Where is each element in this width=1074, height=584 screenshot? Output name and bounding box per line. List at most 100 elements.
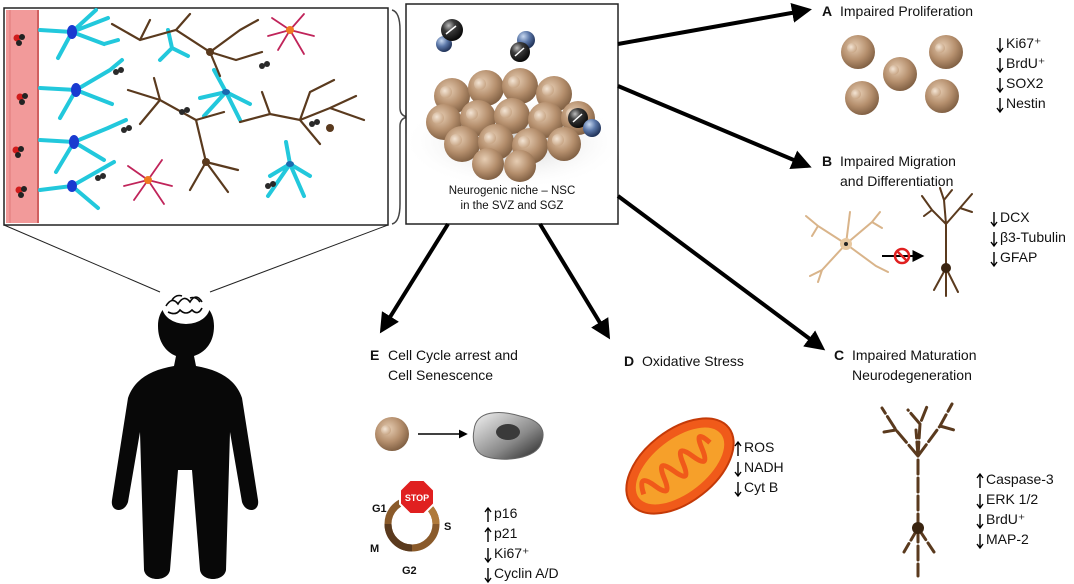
up-arrow-icon (976, 472, 984, 488)
outcome-arrows (379, 2, 826, 351)
tissue-particles (95, 61, 320, 189)
marker-label: p16 (494, 505, 518, 521)
down-arrow-icon (990, 212, 998, 228)
panel-A-letter: A (822, 3, 832, 19)
panel-E-letter: E (370, 347, 379, 363)
vessel-particles (12, 34, 28, 198)
marker-label: Caspase-3 (986, 471, 1054, 487)
arrow-to-E (379, 222, 450, 334)
down-arrow-icon (990, 252, 998, 268)
mature-neuron-B (921, 187, 973, 297)
panel-E-title-line1: Cell Cycle arrest and (388, 347, 518, 363)
down-arrow-icon (734, 462, 742, 478)
down-arrow-icon (734, 482, 742, 498)
up-arrow-icon (484, 506, 492, 522)
arrow-to-B (617, 84, 812, 170)
senescent-nucleus (496, 424, 520, 440)
panel-D-letter: D (624, 353, 634, 369)
marker-label: BrdU⁺ (1006, 55, 1045, 71)
panel-C-title-line1: Impaired Maturation (852, 347, 977, 363)
up-arrow-icon (734, 440, 742, 456)
panel-B-letter: B (822, 153, 832, 169)
down-arrow-icon (976, 534, 984, 550)
marker-label: Nestin (1006, 95, 1046, 111)
microglia-soma (286, 26, 294, 34)
marker-label: Cyt B (744, 479, 778, 495)
marker-label: DCX (1000, 209, 1030, 225)
panel-B-title-line1: Impaired Migration (840, 153, 956, 169)
neuron-somas (202, 48, 334, 166)
degenerating-neuron-soma (912, 522, 924, 534)
down-arrow-icon (484, 548, 492, 564)
panel-A: A Impaired Proliferation Ki67⁺ BrdU⁺ SOX2N… (822, 3, 1046, 115)
panel-A-cells (841, 35, 963, 115)
marker-label: Cyclin A/D (494, 565, 559, 581)
nsc-cluster (426, 68, 595, 182)
brain-icon (162, 288, 210, 324)
marker-label: β3-Tubulin (1000, 229, 1066, 245)
block-icon (893, 247, 911, 265)
microglia (123, 13, 315, 205)
phase-m: M (370, 543, 379, 555)
marker-label: Ki67⁺ (1006, 35, 1041, 51)
marker-label: ERK 1/2 (986, 491, 1038, 507)
down-arrow-icon (976, 514, 984, 530)
progenitor-cell (805, 211, 889, 283)
panel-E-title-line2: Cell Senescence (388, 367, 493, 383)
panel-A-title: Impaired Proliferation (840, 3, 973, 19)
down-arrow-icon (976, 494, 984, 510)
panel-B: B Impaired Migration and Differentiation… (805, 153, 1066, 297)
down-arrow-icon (996, 78, 1004, 94)
zoom-line-right (209, 224, 389, 293)
phase-g1: G1 (372, 503, 387, 515)
niche-caption-line1: Neurogenic niche – NSC (449, 185, 576, 197)
marker-label: SOX2 (1006, 75, 1044, 91)
human-silhouette (111, 288, 259, 579)
arrow-to-A (617, 2, 812, 46)
tissue-panel (3, 7, 409, 226)
degenerating-neuron (880, 402, 956, 578)
marker-label: BrdU⁺ (986, 511, 1025, 527)
up-arrow-icon (484, 526, 492, 542)
neurons (110, 12, 366, 194)
niche-box: Neurogenic niche – NSC in the SVZ and SG… (402, 3, 626, 225)
mature-neuron-soma (941, 263, 951, 273)
panel-D-markers: ROS NADH Cyt B (734, 439, 784, 498)
nanoparticles (436, 19, 601, 137)
stop-label: STOP (405, 493, 429, 503)
marker-label: GFAP (1000, 249, 1037, 265)
panel-C-title-line2: Neurodegeneration (852, 367, 972, 383)
arrow-to-C (616, 194, 826, 351)
down-arrow-icon (990, 232, 998, 248)
panel-C: C Impaired Maturation Neurodegeneration … (834, 347, 1054, 578)
mitochondrion-icon (625, 417, 735, 515)
marker-label: MAP-2 (986, 531, 1029, 547)
phase-g2: G2 (402, 565, 417, 577)
marker-label: ROS (744, 439, 774, 455)
panel-D-title: Oxidative Stress (642, 353, 744, 369)
marker-label: p21 (494, 525, 518, 541)
panel-D: D Oxidative Stress ROS NADH Cyt B (624, 353, 784, 515)
phase-s: S (444, 521, 451, 533)
panel-C-letter: C (834, 347, 844, 363)
astrocyte-nuclei (67, 25, 294, 192)
zoom-line-left (3, 224, 161, 293)
healthy-cell (375, 417, 409, 451)
marker-label: Ki67⁺ (494, 545, 529, 561)
cell-cycle-diagram: STOP G1 S M G2 (370, 479, 451, 577)
panel-B-title-line2: and Differentiation (840, 173, 953, 189)
progenitor-nucleus (844, 242, 848, 246)
marker-label: NADH (744, 459, 784, 475)
niche-caption-line2: in the SVZ and SGZ (461, 200, 564, 212)
down-arrow-icon (484, 568, 492, 584)
down-arrow-icon (996, 58, 1004, 74)
down-arrow-icon (996, 38, 1004, 54)
arrow-to-D (538, 222, 611, 340)
down-arrow-icon (996, 98, 1004, 114)
stop-sign-icon (399, 479, 435, 515)
